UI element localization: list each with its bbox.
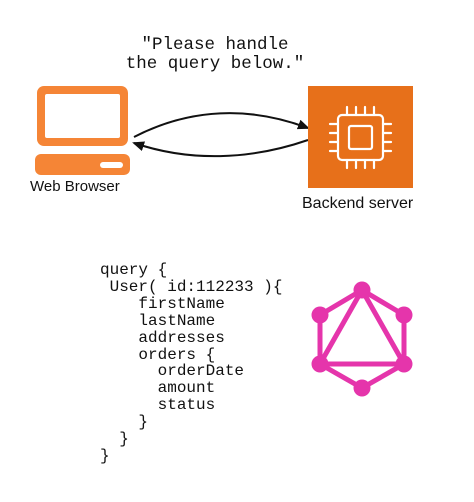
request-caption: "Please handle the query below." xyxy=(125,35,305,74)
cpu-chip-icon xyxy=(308,86,413,188)
response-arrow xyxy=(132,139,309,158)
graphql-logo xyxy=(311,281,413,397)
request-arrow xyxy=(133,112,310,138)
computer-monitor-icon xyxy=(35,86,130,175)
graphql-query-code: query { User( id:112233 ){ firstName las… xyxy=(100,261,283,465)
web-browser-label: Web Browser xyxy=(30,178,120,195)
backend-server-label: Backend server xyxy=(302,195,414,212)
